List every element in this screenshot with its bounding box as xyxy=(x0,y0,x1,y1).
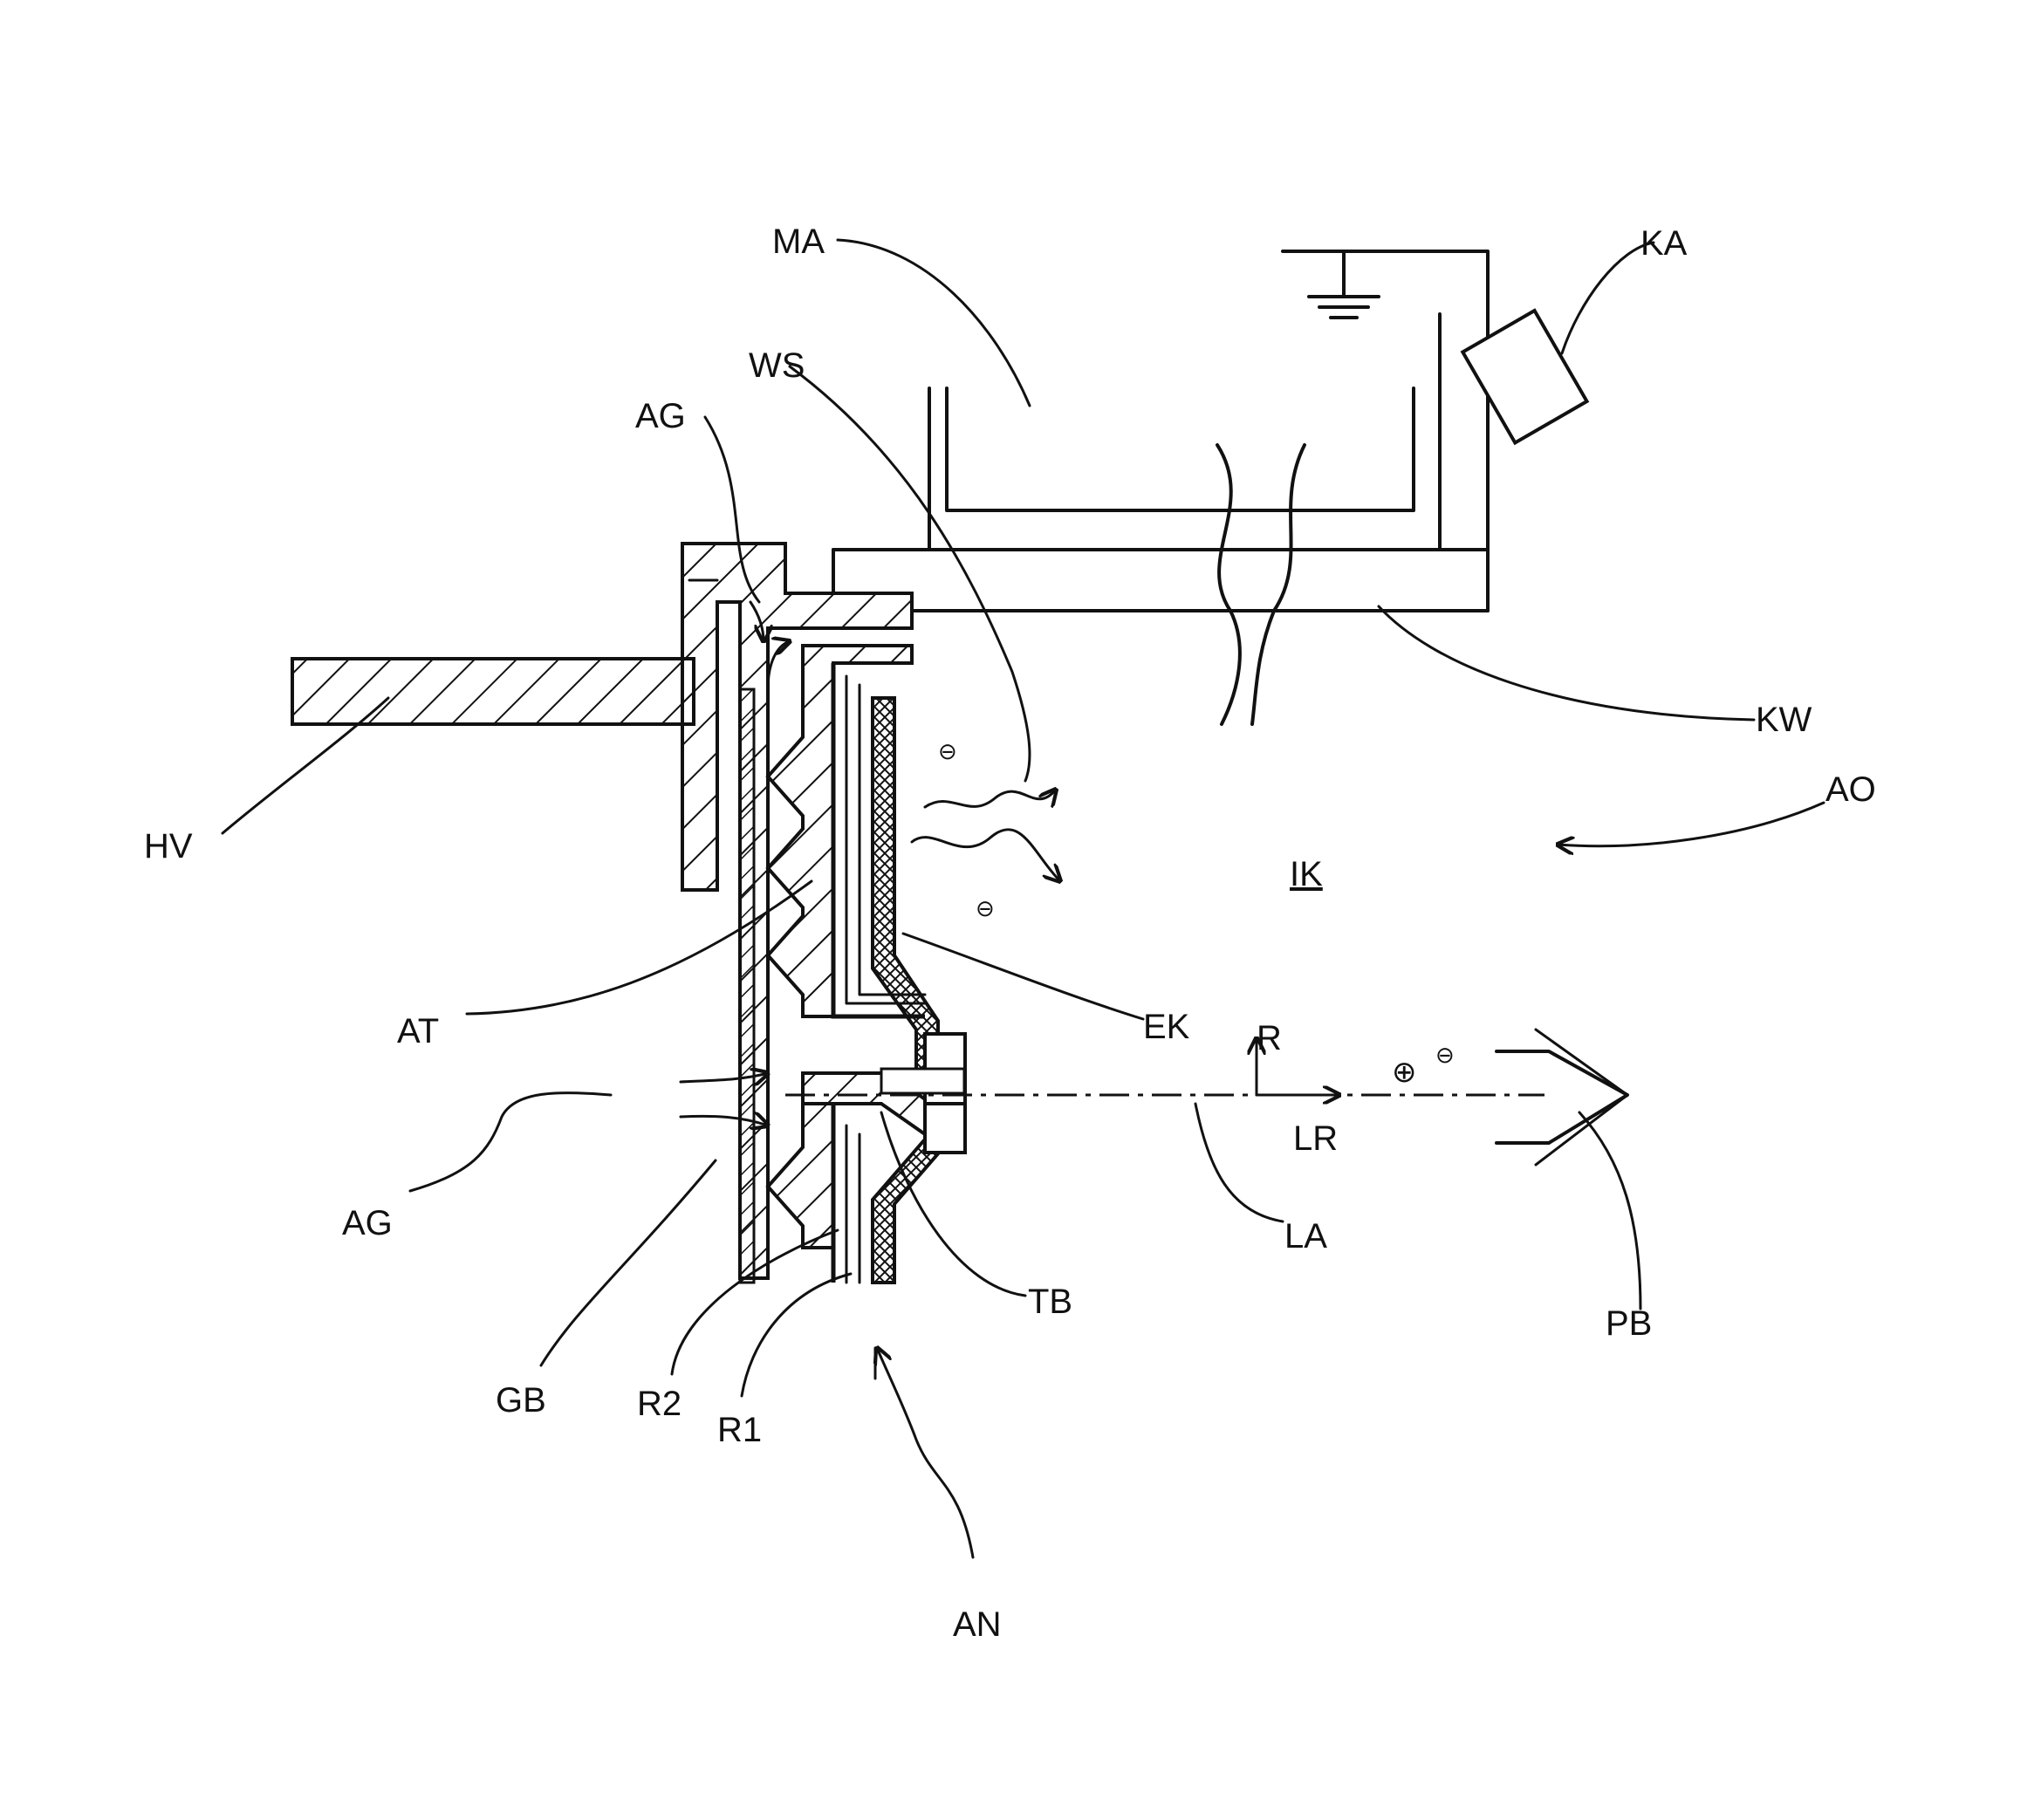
label-ws: WS xyxy=(749,346,805,385)
anode-arrow-an xyxy=(877,1348,973,1557)
grid-electrode-gb xyxy=(740,689,754,1283)
label-ag-left: AG xyxy=(342,1204,393,1242)
particle-beam-pb xyxy=(1497,1030,1627,1165)
electron-symbol-upper: ⊖ xyxy=(938,739,957,765)
emitter-cathode-ek xyxy=(873,698,965,1283)
label-kw: KW xyxy=(1756,701,1812,739)
label-ka: KA xyxy=(1640,224,1688,263)
electron-symbol-lower: ⊖ xyxy=(976,896,995,922)
negative-charge-symbol: ⊖ xyxy=(1435,1043,1455,1069)
label-ag-top: AG xyxy=(635,397,686,435)
housing-plate-hv xyxy=(292,659,694,724)
label-ao: AO xyxy=(1825,770,1876,809)
label-ik: IK xyxy=(1290,855,1323,893)
label-lr: LR xyxy=(1293,1119,1338,1158)
label-at: AT xyxy=(397,1012,439,1050)
holder-tb xyxy=(881,1069,964,1093)
positive-charge-symbol: ⊕ xyxy=(1392,1055,1417,1090)
detector-box-ka xyxy=(1462,311,1586,442)
collector-wall-kw xyxy=(833,251,1488,724)
label-r: R xyxy=(1257,1019,1282,1057)
label-gb: GB xyxy=(496,1381,546,1420)
label-ek: EK xyxy=(1143,1008,1190,1046)
label-an: AN xyxy=(953,1605,1002,1644)
label-r1: R1 xyxy=(717,1411,762,1449)
label-pb: PB xyxy=(1606,1304,1652,1343)
label-r2: R2 xyxy=(637,1385,681,1423)
outlet-arrow-ao xyxy=(1558,803,1824,846)
label-ma: MA xyxy=(772,222,825,261)
electron-emission-waves xyxy=(912,790,1060,881)
label-hv: HV xyxy=(144,827,193,866)
label-la: LA xyxy=(1284,1217,1327,1256)
label-tb: TB xyxy=(1028,1283,1072,1321)
